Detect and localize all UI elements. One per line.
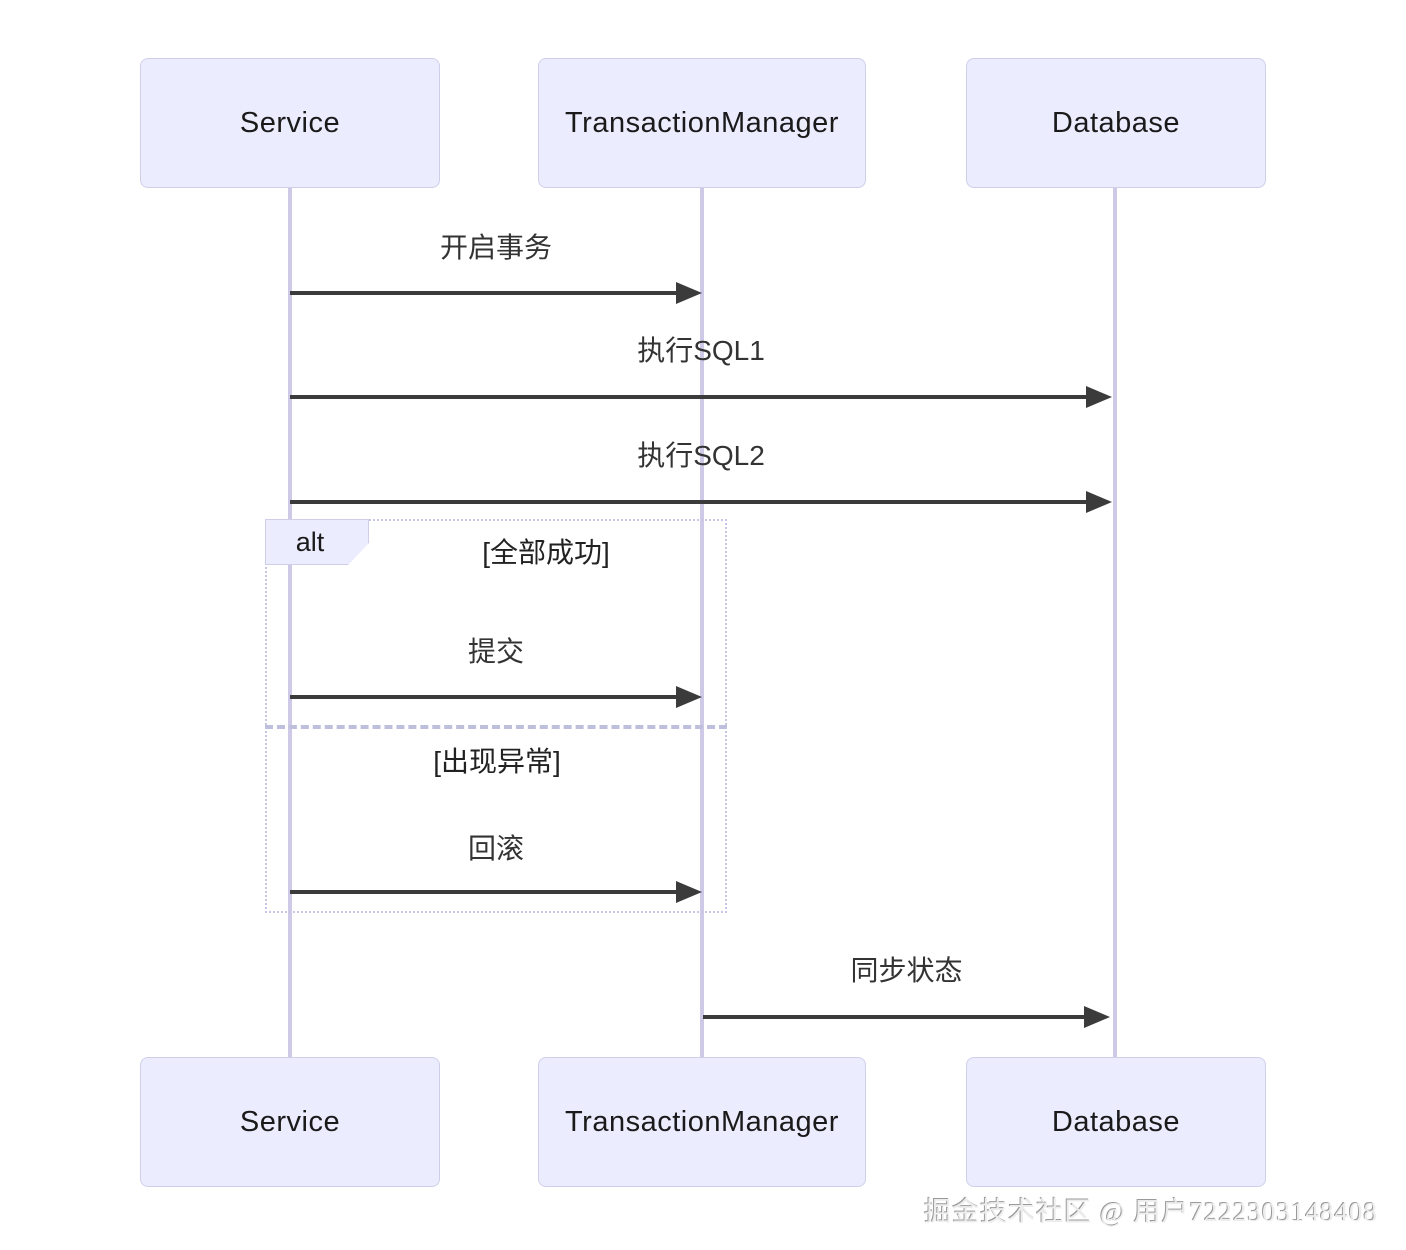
lifeline-transactionmanager [700,188,704,1058]
alt-condition-success: [全部成功] [482,537,610,568]
actor-label: Database [1051,1105,1181,1138]
message-arrow-sync-state [703,1006,1110,1028]
alt-keyword: alt [295,526,325,557]
alt-divider [265,725,727,729]
alt-condition-exception: [出现异常] [433,746,561,777]
lifeline-service [288,188,292,1058]
message-label-sync-state: 同步状态 [850,955,963,986]
arrowhead-icon [1086,491,1112,513]
actor-box-service-bottom: Service [140,1057,440,1187]
actor-label: Database [1051,106,1181,139]
alt-fragment-frame [265,519,727,913]
actor-label: TransactionManager [565,1105,839,1138]
actor-label: Service [239,1105,341,1138]
actor-label: Service [239,106,341,139]
message-label-exec-sql1: 执行SQL1 [637,335,765,366]
arrowhead-icon [1084,1006,1110,1028]
lifeline-database [1113,188,1117,1058]
actor-label: TransactionManager [565,106,839,139]
arrowhead-icon [676,881,702,903]
actor-box-service-top: Service [140,58,440,188]
actor-box-transactionmanager-top: TransactionManager [538,58,866,188]
actor-box-database-top: Database [966,58,1266,188]
message-label-exec-sql2: 执行SQL2 [637,440,765,471]
actor-box-transactionmanager-bottom: TransactionManager [538,1057,866,1187]
message-arrow-commit [290,686,702,708]
message-arrow-begin-transaction [290,282,702,304]
actor-box-database-bottom: Database [966,1057,1266,1187]
watermark-text: 掘金技术社区 @ 用户7222303148408 [924,1197,1378,1227]
arrow-shaft [290,291,684,295]
alt-fragment-label: alt [265,519,369,565]
arrowhead-icon [676,282,702,304]
arrow-shaft [290,695,684,699]
message-arrow-exec-sql1 [290,386,1112,408]
message-label-begin-transaction: 开启事务 [439,232,552,263]
arrow-shaft [290,395,1094,399]
arrowhead-icon [1086,386,1112,408]
arrow-shaft [703,1015,1092,1019]
message-label-commit: 提交 [467,636,524,667]
arrowhead-icon [676,686,702,708]
arrow-shaft [290,500,1094,504]
message-label-rollback: 回滚 [467,833,524,864]
message-arrow-exec-sql2 [290,491,1112,513]
message-arrow-rollback [290,881,702,903]
arrow-shaft [290,890,684,894]
